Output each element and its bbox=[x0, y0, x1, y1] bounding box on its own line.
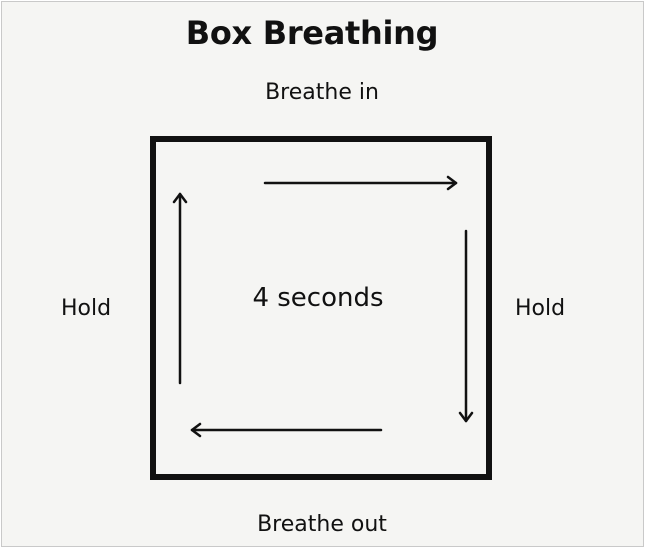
diagram-title: Box Breathing bbox=[185, 14, 439, 52]
arrow-left-up bbox=[172, 192, 188, 385]
label-breathe-in: Breathe in bbox=[265, 80, 379, 105]
arrow-right-down bbox=[458, 229, 474, 423]
arrow-bottom-left bbox=[190, 422, 383, 438]
breathing-box bbox=[150, 136, 492, 480]
arrow-top-right bbox=[263, 175, 458, 191]
label-duration: 4 seconds bbox=[252, 283, 384, 313]
label-hold-left: Hold bbox=[60, 296, 112, 321]
label-hold-right: Hold bbox=[514, 296, 566, 321]
label-breathe-out: Breathe out bbox=[257, 512, 387, 537]
